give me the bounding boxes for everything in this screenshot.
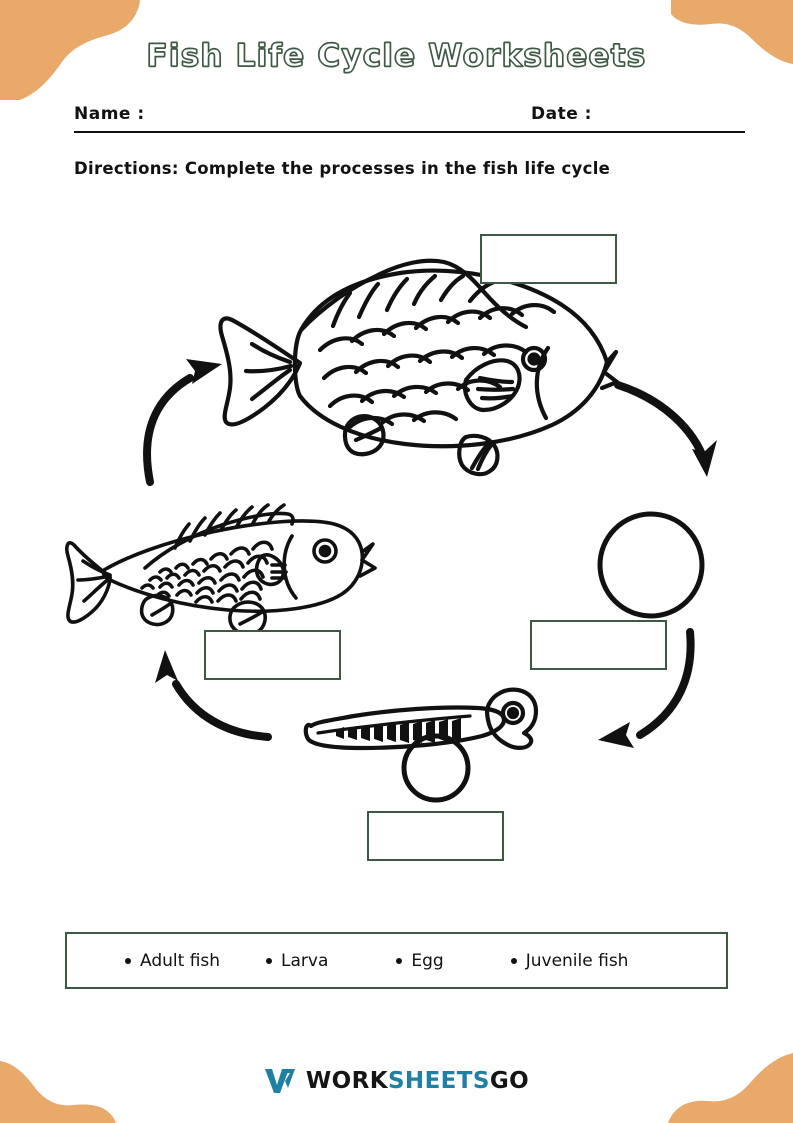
adult-fish-illustration	[218, 258, 620, 477]
arrow-egg-to-larva	[598, 628, 695, 748]
larva-illustration	[303, 687, 539, 803]
word-bank: Adult fish Larva Egg Juvenile fish	[65, 932, 728, 989]
word-bank-item-egg[interactable]: Egg	[396, 950, 444, 971]
arrow-adult-to-egg	[614, 381, 717, 477]
bullet-icon	[125, 957, 131, 964]
word-bank-label: Larva	[281, 950, 329, 971]
arrow-juvenile-to-adult	[143, 359, 222, 486]
logo-text-go: GO	[489, 1068, 530, 1094]
word-bank-label: Juvenile fish	[525, 950, 629, 971]
directions-text: Directions: Complete the processes in th…	[74, 159, 611, 178]
name-date-row: Name : Date :	[74, 104, 745, 130]
answer-box-egg[interactable]	[530, 620, 667, 670]
answer-box-juvenile-fish[interactable]	[204, 630, 341, 680]
bullet-icon	[510, 957, 517, 964]
answer-box-larva[interactable]	[367, 811, 504, 861]
bullet-icon	[266, 957, 273, 964]
footer-logo: WORKSHEETSGO	[0, 1068, 793, 1094]
worksheetsgo-mark-icon	[264, 1069, 295, 1093]
egg-illustration	[597, 511, 705, 619]
header-divider	[74, 131, 745, 133]
bullet-icon	[396, 957, 403, 964]
page-title: Fish Life Cycle Worksheets	[146, 37, 647, 74]
logo-text-sheets: SHEETS	[387, 1068, 490, 1094]
logo-text-work: WORK	[305, 1068, 388, 1094]
word-bank-item-juvenile-fish[interactable]: Juvenile fish	[510, 950, 629, 971]
word-bank-item-larva[interactable]: Larva	[266, 951, 328, 971]
juvenile-fish-illustration	[65, 503, 377, 637]
word-bank-label: Egg	[411, 950, 444, 971]
arrow-larva-to-juvenile	[155, 650, 272, 741]
name-label: Name :	[74, 104, 145, 124]
word-bank-label: Adult fish	[140, 950, 221, 971]
word-bank-item-adult-fish[interactable]: Adult fish	[125, 951, 220, 971]
date-label: Date :	[531, 104, 592, 124]
answer-box-adult-fish[interactable]	[480, 234, 617, 284]
